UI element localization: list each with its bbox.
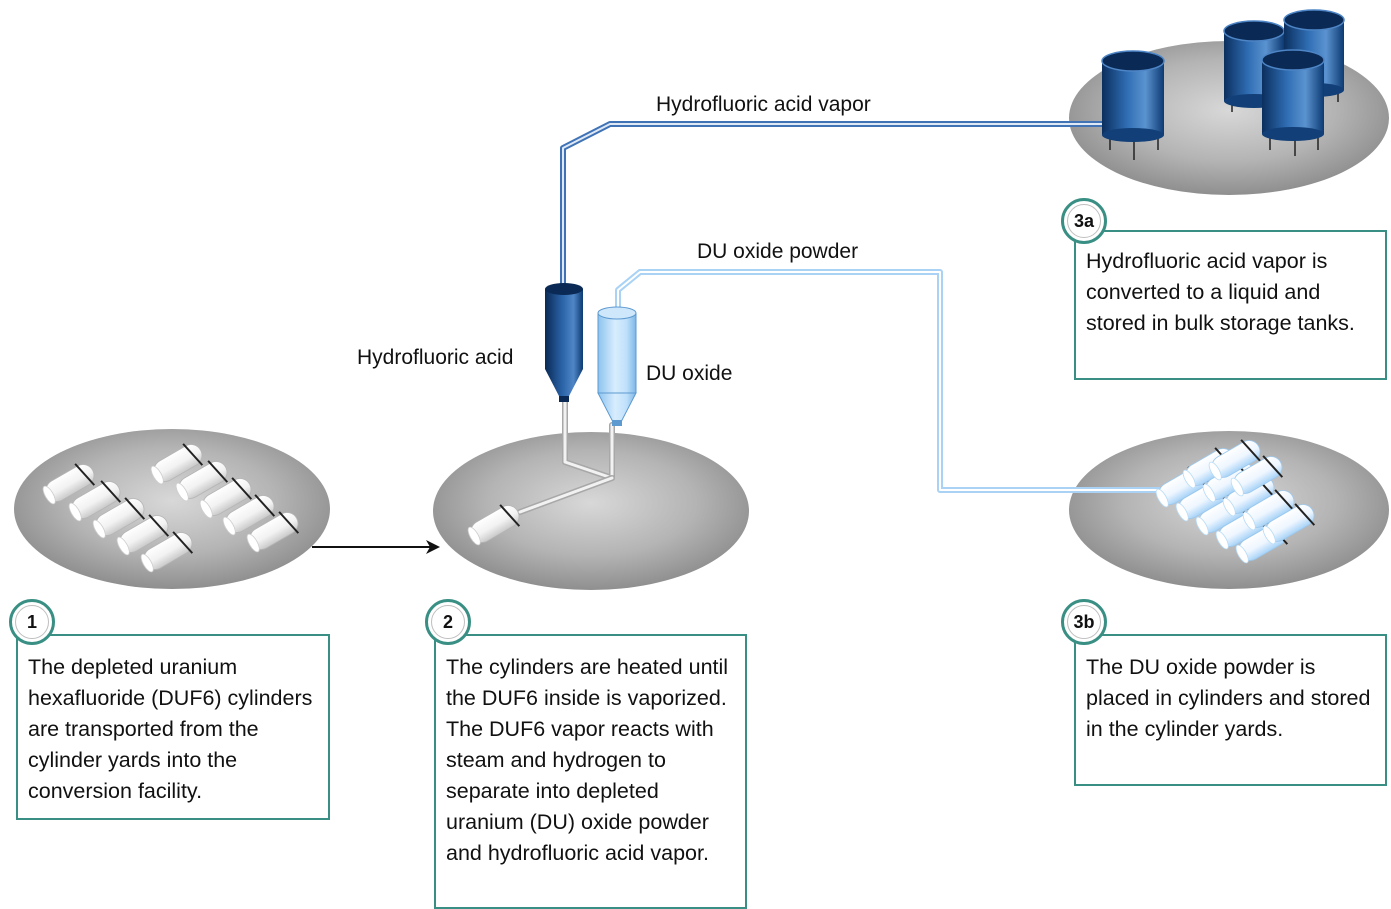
hf-silo-icon [545,283,583,402]
du-powder-pipe [615,269,1160,493]
step-3b-badge: 3b [1061,599,1107,645]
step-3b-text: The DU oxide powder is placed in cylinde… [1086,655,1371,741]
hf-vapor-line-label: Hydrofluoric acid vapor [656,93,871,116]
step-3a-text: Hydrofluoric acid vapor is converted to … [1086,249,1355,335]
hf-vapor-pipe [560,121,1108,290]
step-3a-description: Hydrofluoric acid vapor is converted to … [1074,230,1387,380]
step-1-text: The depleted uranium hexafluoride (DUF6)… [28,655,313,803]
step-3b-number: 3b [1073,611,1095,632]
step-2-text: The cylinders are heated until the DUF6 … [446,655,729,865]
facility-pipes [517,395,615,515]
step-1-number: 1 [26,611,37,632]
hf-silo-label: Hydrofluoric acid [357,346,514,369]
du-silo-label: DU oxide [646,362,733,385]
storage-tank-icon [1101,9,1345,160]
du-powder-line-label: DU oxide powder [697,240,859,263]
step-3a-badge: 3a [1061,198,1107,244]
step-2-badge: 2 [425,599,471,645]
step-3b-description: The DU oxide powder is placed in cylinde… [1074,634,1387,786]
du-silo-icon [597,306,637,426]
conversion-facility-platform [433,432,749,590]
step-1-description: The depleted uranium hexafluoride (DUF6)… [16,634,330,820]
step-1-badge: 1 [9,599,55,645]
step-3a-number: 3a [1073,210,1095,231]
step-2-number: 2 [442,611,453,632]
cylinder-yard-platform [14,429,330,589]
step-2-description: The cylinders are heated until the DUF6 … [434,634,747,909]
